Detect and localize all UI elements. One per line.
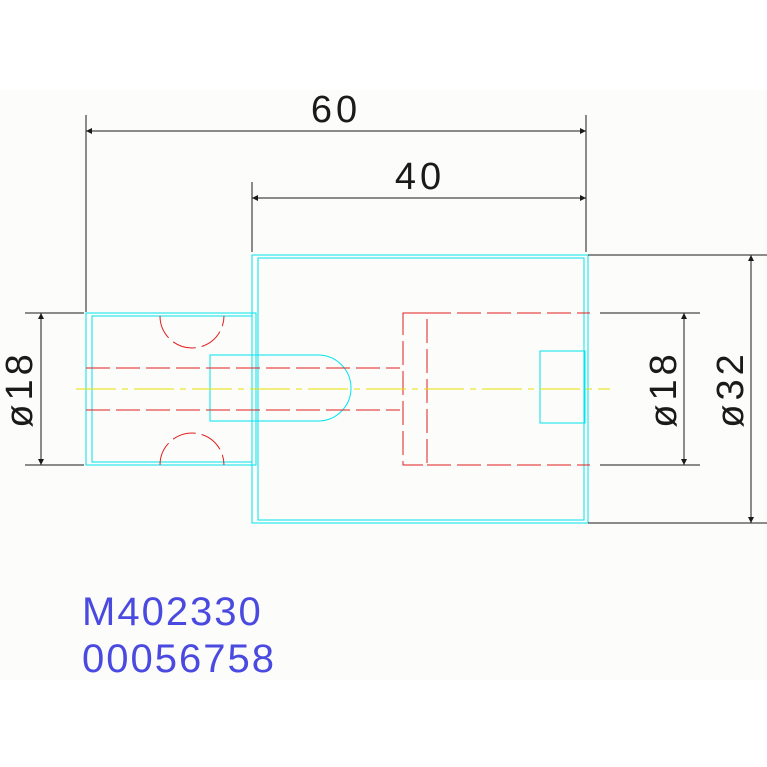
- dimension-lines: [25, 115, 767, 524]
- pin-slot: [209, 354, 352, 422]
- hidden-cross-hole-bottom: [159, 432, 225, 466]
- hidden-cross-hole-top: [159, 315, 225, 349]
- dim-label-body-length: 40: [395, 156, 445, 198]
- part-number: M402330: [82, 590, 263, 634]
- dim-label-body-diameter: ø32: [710, 350, 752, 427]
- dim-label-right-bore-diameter: ø18: [643, 350, 685, 427]
- drawing-background: [0, 90, 767, 680]
- dim-label-left-diameter: ø18: [0, 350, 41, 427]
- serial-number: 00056758: [82, 637, 276, 681]
- dim-label-overall-length: 60: [311, 89, 361, 131]
- right-bore: [539, 350, 586, 424]
